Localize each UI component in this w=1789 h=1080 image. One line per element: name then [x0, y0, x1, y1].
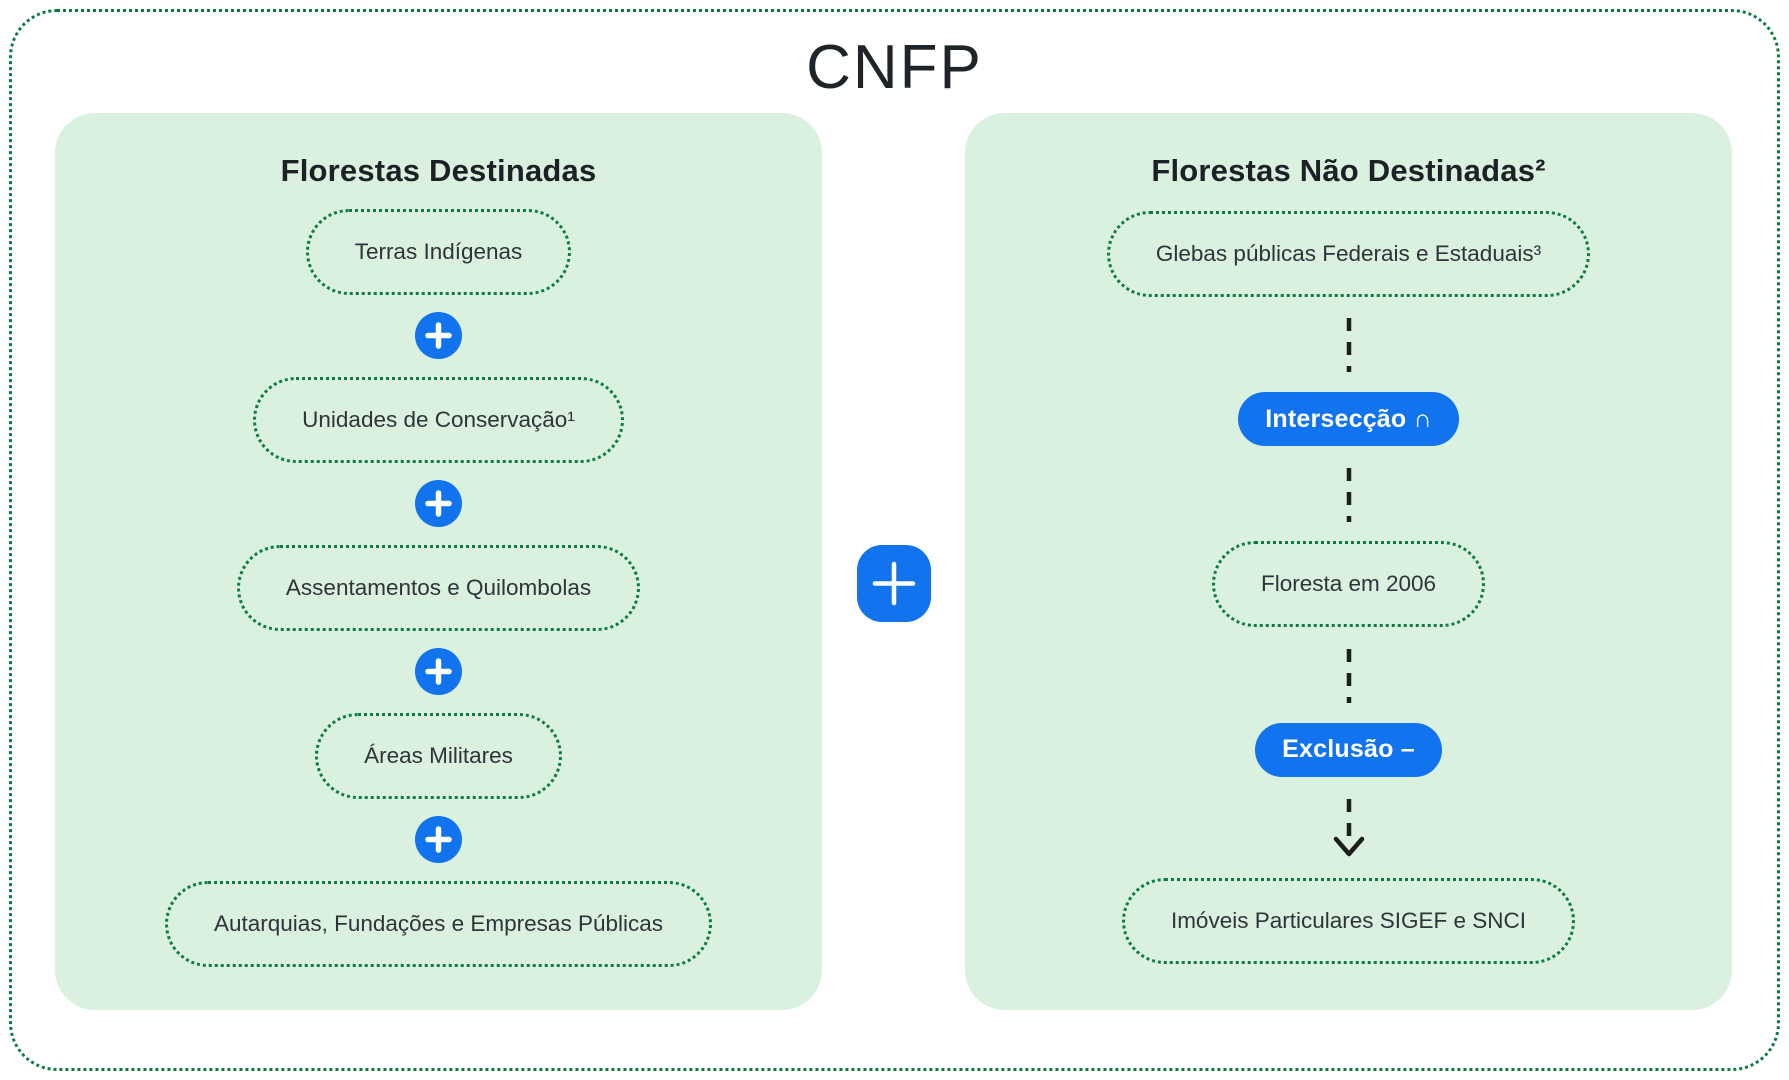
- node-imoveis-particulares: Imóveis Particulares SIGEF e SNCI: [1121, 878, 1576, 965]
- plus-icon: [415, 312, 462, 359]
- panel-florestas-destinadas: Florestas Destinadas Terras Indígenas Un…: [55, 113, 822, 1010]
- dashed-arrow-down-icon: [1333, 798, 1364, 856]
- dashed-connector: [1346, 467, 1351, 522]
- dashed-connector: [1346, 649, 1351, 704]
- plus-icon: [415, 816, 462, 863]
- center-plus-icon: [857, 545, 931, 622]
- left-panel-flow: Terras Indígenas Unidades de Conservação…: [81, 191, 796, 984]
- panel-florestas-nao-destinadas: Florestas Não Destinadas² Glebas pública…: [965, 113, 1732, 1010]
- right-panel-title: Florestas Não Destinadas²: [1151, 153, 1546, 188]
- plus-icon: [415, 480, 462, 527]
- node-terras-indigenas: Terras Indígenas: [305, 208, 572, 295]
- dashed-connector: [1346, 318, 1351, 373]
- node-unidades-de-conservacao: Unidades de Conservação¹: [253, 376, 624, 463]
- page-title: CNFP: [806, 33, 983, 102]
- node-floresta-em-2006: Floresta em 2006: [1211, 541, 1486, 628]
- operation-interseccao: Intersecção ∩: [1238, 392, 1459, 447]
- node-autarquias-fundacoes-empresas: Autarquias, Fundações e Empresas Pública…: [165, 880, 712, 967]
- right-panel-flow: Glebas públicas Federais e Estaduais³ In…: [991, 191, 1706, 984]
- operation-exclusao: Exclusão –: [1255, 722, 1442, 777]
- node-assentamentos-e-quilombolas: Assentamentos e Quilombolas: [236, 544, 641, 631]
- node-glebas-publicas: Glebas públicas Federais e Estaduais³: [1106, 210, 1591, 297]
- left-panel-title: Florestas Destinadas: [280, 153, 597, 188]
- node-areas-militares: Áreas Militares: [315, 712, 562, 799]
- plus-icon: [415, 648, 462, 695]
